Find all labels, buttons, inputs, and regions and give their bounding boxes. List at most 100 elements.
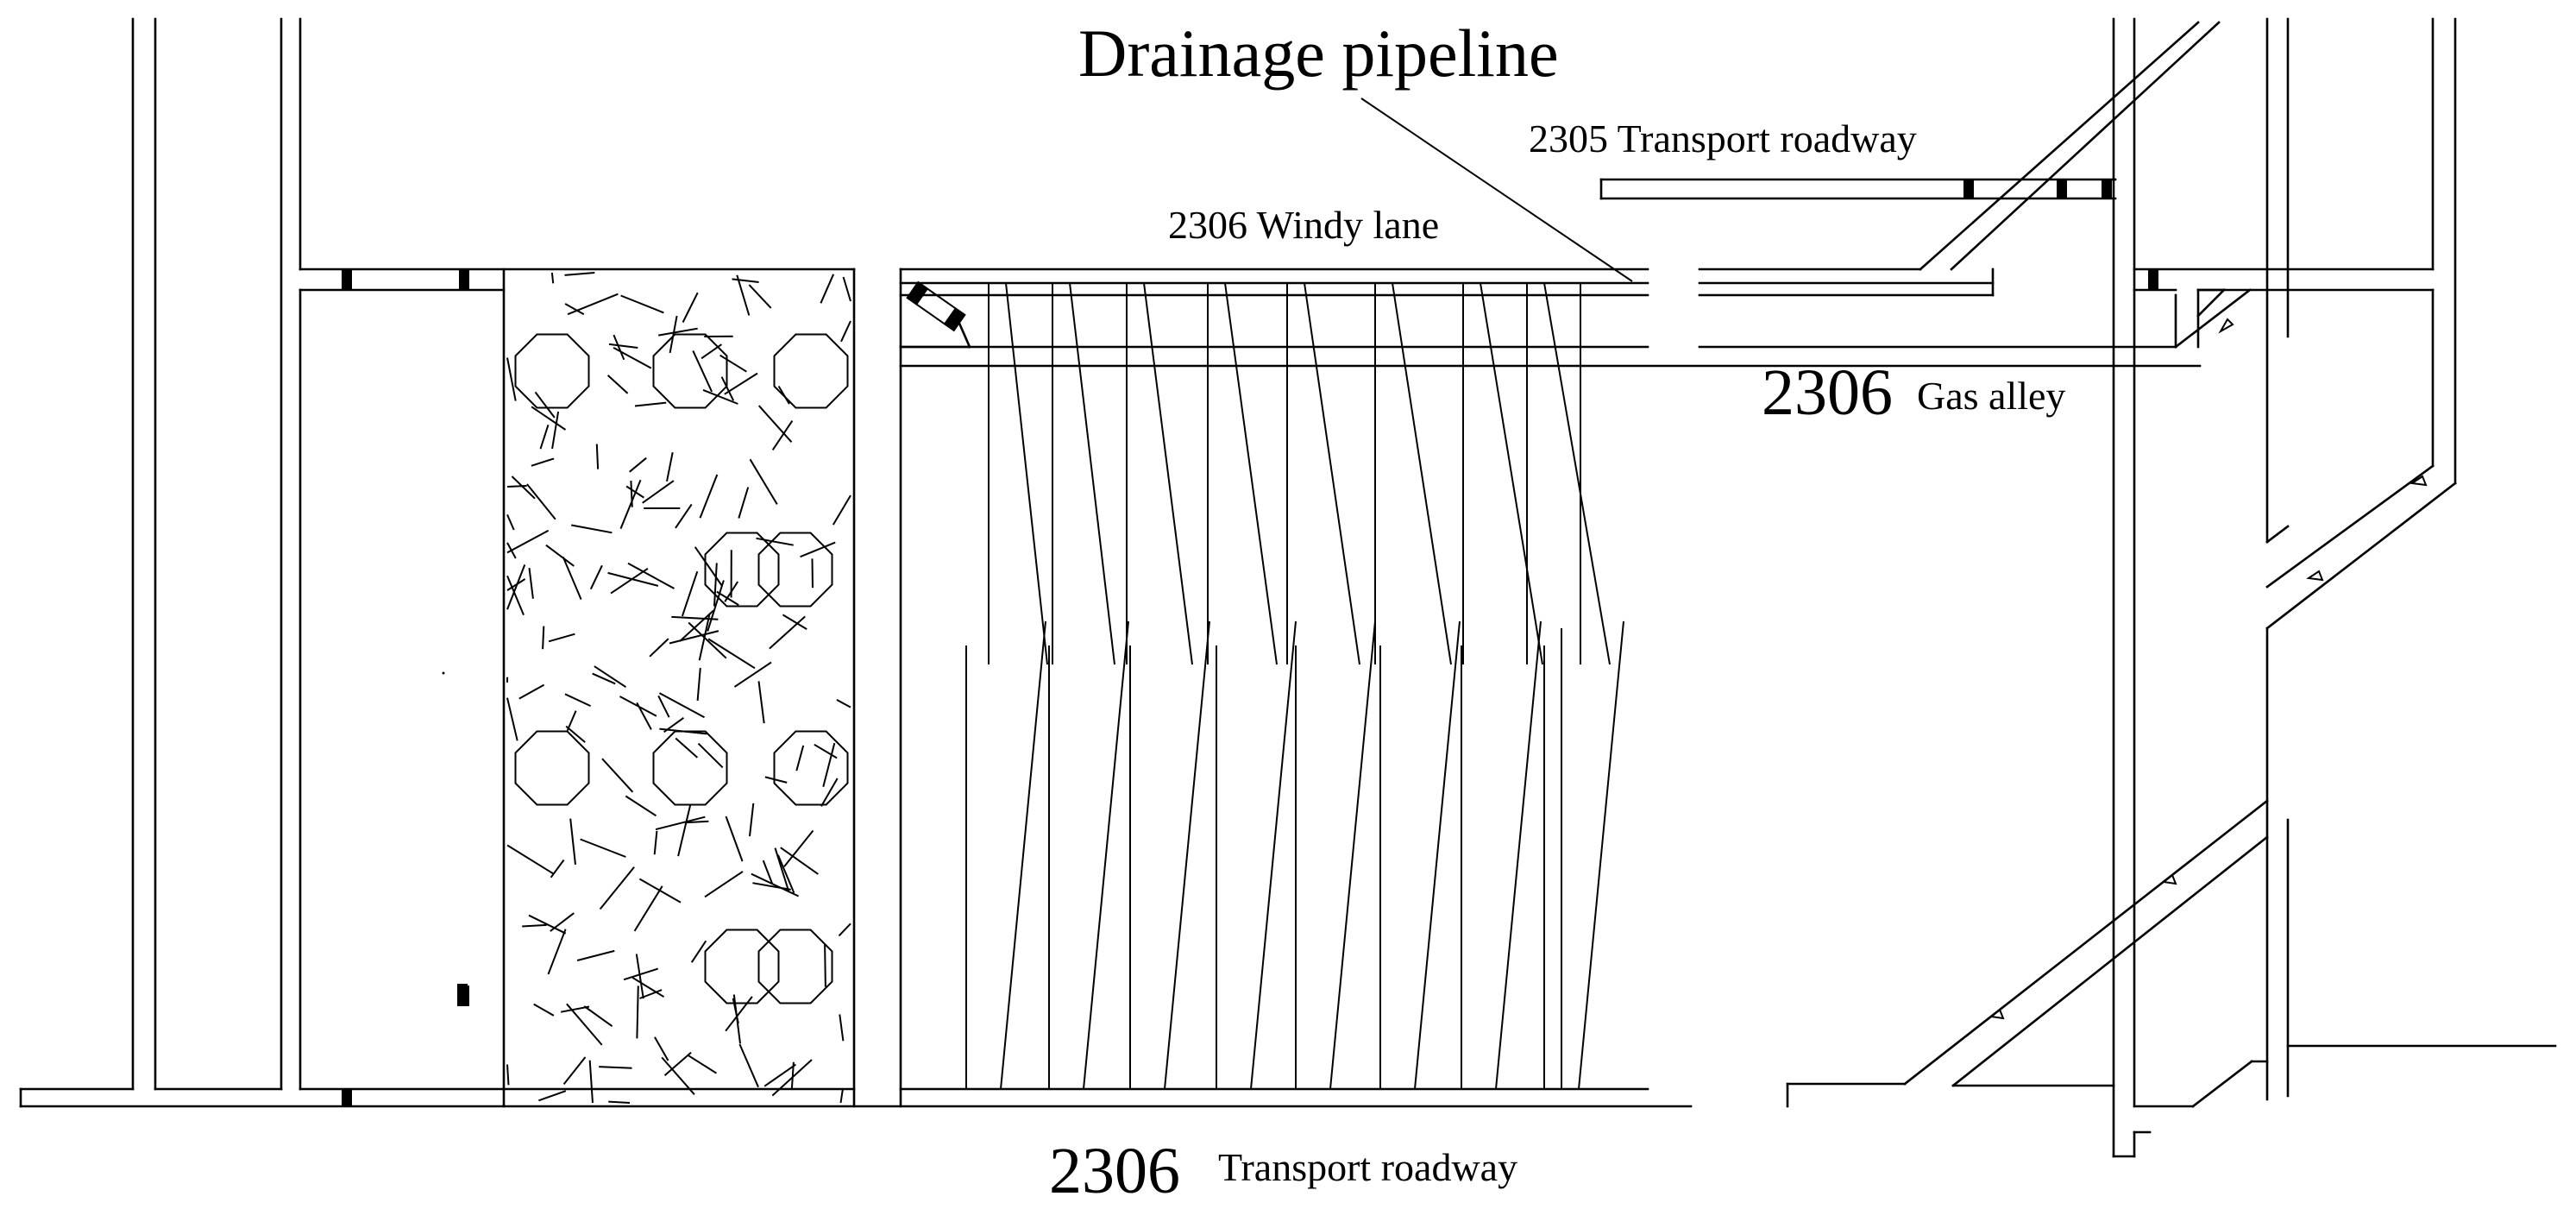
goaf-rock-block — [773, 333, 849, 409]
goaf-fracture-line — [518, 683, 545, 700]
goaf-fracture-line — [697, 742, 724, 769]
goaf-fracture-line — [839, 1089, 844, 1104]
goaf-fracture-line — [564, 693, 592, 708]
drainage-borehole — [1304, 282, 1360, 665]
goaf-fracture-line — [682, 292, 699, 323]
goaf-fracture-line — [684, 820, 709, 824]
goaf-fracture-line — [724, 372, 758, 395]
goaf-fracture-line — [539, 424, 550, 450]
goaf-fracture-line — [692, 349, 713, 393]
goaf-fracture-line — [506, 575, 525, 615]
goaf-fracture-line — [506, 529, 550, 554]
marker — [457, 984, 468, 1006]
goaf-fracture-line — [634, 401, 667, 407]
goaf-fracture-line — [780, 847, 819, 875]
label-windy-lane: 2306 Windy lane — [1168, 203, 1439, 247]
goaf-hatching — [506, 272, 851, 1104]
goaf-fracture-line — [623, 967, 659, 981]
goaf-fracture-line — [613, 334, 625, 361]
goaf-rock-block — [757, 532, 833, 608]
goaf-fracture-line — [547, 929, 567, 975]
label-transport-2306: Transport roadway — [1218, 1145, 1517, 1189]
drainage-borehole — [1069, 282, 1115, 665]
goaf-fracture-line — [720, 376, 735, 401]
goaf-fracture-line — [751, 872, 800, 897]
goaf-fracture-line — [838, 922, 851, 937]
goaf-fracture-line — [666, 452, 674, 482]
goaf-fracture-line — [531, 457, 555, 467]
drainage-borehole — [1250, 620, 1297, 1090]
drainage-pump — [906, 280, 966, 332]
goaf-area — [506, 268, 856, 1108]
drainage-borehole — [1578, 620, 1624, 1090]
goaf-fracture-line — [654, 1036, 669, 1061]
goaf-fracture-line — [583, 1005, 613, 1028]
goaf-fracture-line — [534, 391, 556, 419]
goaf-fracture-line — [811, 558, 814, 589]
windy-lane — [899, 268, 2177, 349]
goaf-fracture-line — [533, 1003, 555, 1017]
goaf-fracture-line — [551, 411, 560, 450]
goaf-fracture-line — [840, 320, 851, 343]
label-gas-alley-number: 2306 — [1762, 356, 1893, 429]
goaf-fracture-line — [748, 284, 772, 309]
goaf-fracture-line — [511, 475, 536, 500]
transport-roadway-2305 — [1599, 21, 2221, 271]
goaf-fracture-line — [506, 844, 554, 875]
goaf-fracture-line — [564, 303, 585, 316]
goaf-fracture-line — [620, 294, 664, 314]
drainage-borehole — [1083, 620, 1129, 1090]
goaf-fracture-line — [732, 278, 759, 283]
goaf-fracture-line — [771, 420, 794, 450]
label-gas-alley: Gas alley — [1917, 374, 2065, 418]
goaf-fracture-line — [820, 274, 835, 304]
goaf-fracture-line — [613, 347, 652, 369]
goaf-fracture-line — [719, 354, 747, 373]
working-face — [899, 268, 2202, 1108]
goaf-fracture-line — [777, 385, 790, 405]
drainage-borehole — [1543, 282, 1611, 665]
drainage-borehole — [1414, 620, 1461, 1090]
goaf-fracture-line — [704, 871, 744, 898]
goaf-fracture-line — [619, 479, 642, 529]
goaf-fracture-line — [688, 1055, 717, 1074]
goaf-fracture-line — [606, 375, 629, 394]
goaf-fracture-line — [763, 1063, 796, 1087]
goaf-fracture-line — [589, 564, 603, 590]
goaf-fracture-line — [629, 457, 647, 473]
label-transport-2305: 2305 Transport roadway — [1529, 116, 1917, 161]
drainage-borehole — [1480, 282, 1543, 665]
goaf-fracture-line — [625, 795, 657, 817]
goaf-fracture-line — [592, 672, 616, 685]
goaf-fracture-line — [506, 1064, 510, 1086]
goaf-fracture-line — [658, 692, 705, 719]
drainage-borehole — [1392, 282, 1452, 665]
goaf-fracture-line — [679, 609, 714, 642]
goaf-rock-block — [514, 730, 590, 806]
goaf-fracture-line — [736, 274, 751, 316]
goaf-fracture-line — [696, 667, 701, 701]
goaf-fracture-line — [669, 630, 719, 645]
drainage-borehole — [1495, 620, 1542, 1090]
goaf-fracture-line — [571, 524, 613, 534]
goaf-rock-block — [704, 929, 780, 1004]
goaf-fracture-line — [659, 727, 707, 735]
goaf-fracture-line — [631, 976, 665, 998]
right-shafts — [2112, 17, 2557, 1158]
goaf-rock-block — [514, 333, 590, 409]
goaf-fracture-line — [531, 406, 567, 431]
goaf-fracture-line — [677, 804, 692, 857]
goaf-fracture-line — [625, 485, 644, 499]
goaf-fracture-line — [836, 699, 851, 708]
goaf-fracture-line — [506, 542, 517, 559]
goaf-rock-block — [704, 532, 780, 608]
goaf-fracture-line — [675, 503, 693, 529]
drainage-borehole — [1005, 282, 1048, 665]
ventilation-doors-2305 — [1963, 179, 2112, 198]
goaf-fracture-line — [608, 343, 638, 349]
goaf-fracture-line — [595, 444, 600, 469]
goaf-fracture-line — [566, 710, 577, 731]
goaf-rock-block — [757, 929, 833, 1004]
goaf-fracture-line — [506, 513, 515, 531]
